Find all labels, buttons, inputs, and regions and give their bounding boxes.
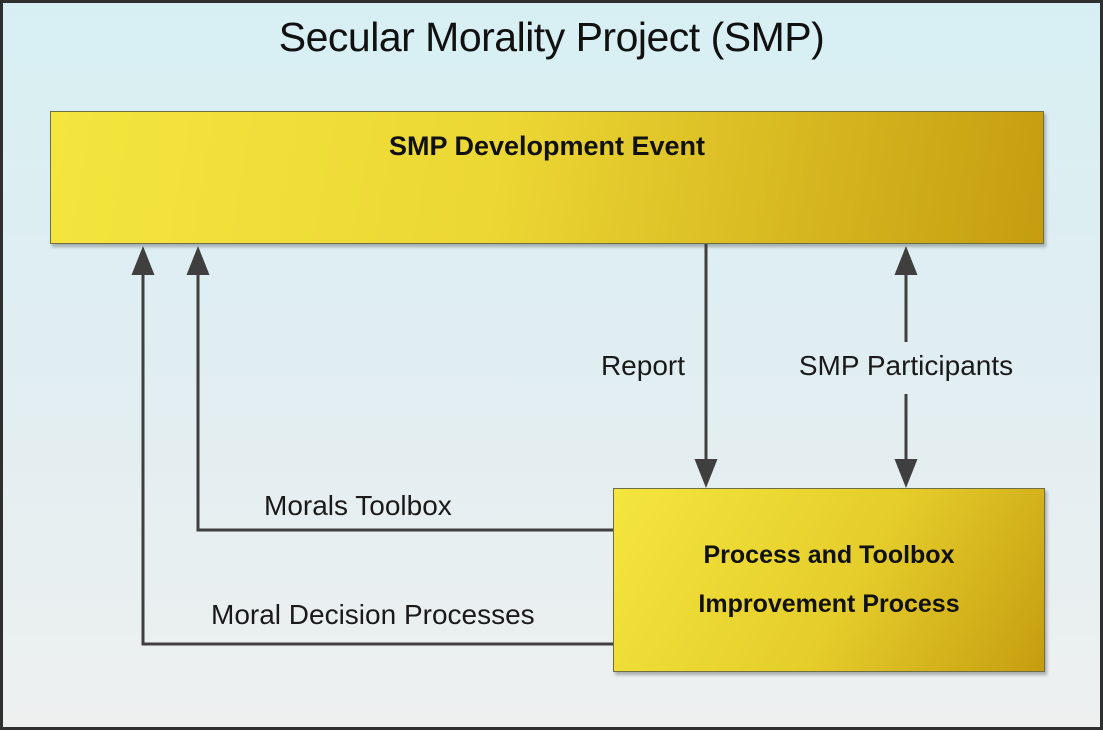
arrow-up-icon — [894, 246, 918, 275]
node-label: SMP Development Event — [388, 131, 706, 161]
morals-toolbox-label: Morals Toolbox — [264, 490, 452, 521]
node-label-line1: Process and Toolbox — [703, 541, 955, 569]
moral-decision-processes-label: Moral Decision Processes — [211, 599, 535, 630]
smp-participants-label: SMP Participants — [798, 350, 1014, 381]
diagram-title: Secular Morality Project (SMP) — [278, 14, 825, 60]
arrow-up-icon — [131, 246, 155, 275]
morals-toolbox-arrow — [186, 246, 613, 532]
report-arrow — [694, 244, 718, 488]
node-process-toolbox-improvement: Process and Toolbox Improvement Process — [613, 488, 1045, 672]
report-label: Report — [600, 350, 685, 381]
node-smp-development-event: SMP Development Event — [50, 111, 1044, 244]
arrow-up-icon — [186, 246, 210, 275]
node-label-line2: Improvement Process — [698, 590, 960, 618]
moral-decision-processes-arrow — [131, 246, 613, 646]
arrow-down-icon — [694, 459, 718, 488]
arrow-down-icon — [894, 459, 918, 488]
